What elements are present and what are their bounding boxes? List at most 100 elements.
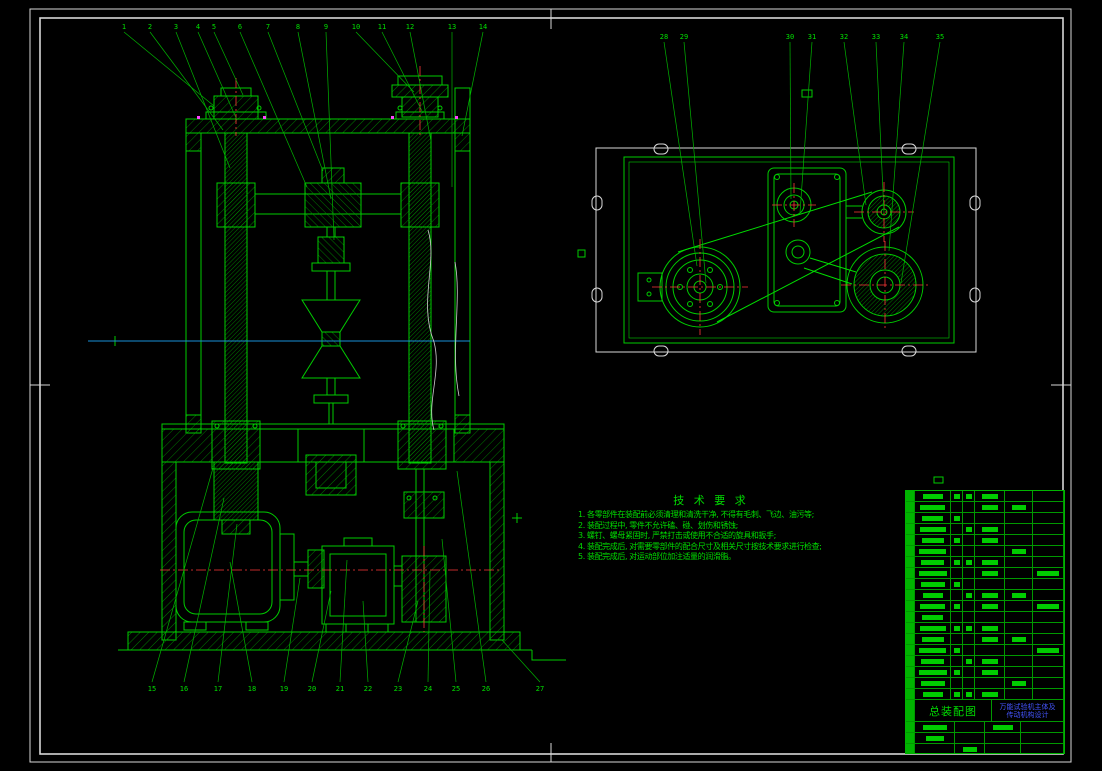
title-block-row: 总装配图万能试验机主体及传动机构设计 [906, 700, 1064, 722]
tech-req-item: 5. 装配完成后, 对运动部位加注适量的润滑脂。 [578, 552, 736, 561]
bom-cell [906, 700, 915, 722]
bom-cell [975, 557, 1005, 568]
bom-cell [1033, 557, 1064, 568]
bom-cell [1021, 733, 1064, 744]
bom-cell [1033, 568, 1064, 579]
leader-line [381, 31, 424, 114]
bom-cell [1005, 590, 1033, 601]
base-plate [118, 631, 566, 661]
bom-row [906, 557, 1064, 568]
item-balloon-number: 3 [174, 23, 178, 31]
bom-row [906, 744, 1064, 753]
bom-cell [906, 634, 915, 645]
bom-cell [963, 601, 975, 612]
item-balloon-number: 19 [280, 685, 288, 693]
bom-cell [1033, 601, 1064, 612]
plan-view-centerlines [652, 182, 929, 335]
item-balloon-number: 6 [238, 23, 242, 31]
bom-cell [1005, 557, 1033, 568]
bom-cell [915, 612, 951, 623]
bom-row [906, 535, 1064, 546]
leader-line [663, 41, 698, 267]
bom-cell [915, 689, 951, 700]
bom-cell [985, 722, 1021, 733]
item-balloon-number: 29 [680, 33, 688, 41]
bom-cell [975, 513, 1005, 524]
bom-cell [975, 601, 1005, 612]
bom-cell [1005, 502, 1033, 513]
bom-cell [1005, 667, 1033, 678]
leader-line [409, 31, 432, 142]
item-balloon-number: 9 [324, 23, 328, 31]
bom-cell [951, 590, 963, 601]
bom-cell [975, 535, 1005, 546]
bom-row [906, 689, 1064, 700]
item-balloon-number: 26 [482, 685, 490, 693]
leader-line [325, 31, 335, 241]
bom-cell [906, 524, 915, 535]
item-balloon-number: 1 [122, 23, 126, 31]
item-balloon-number: 13 [448, 23, 456, 31]
bom-cell [963, 568, 975, 579]
leader-line [283, 577, 301, 683]
bom-cell [951, 568, 963, 579]
bom-cell: 万能试验机主体及传动机构设计 [992, 700, 1064, 722]
tech-req-item: 4. 装配完成后, 对需要零部件的配合尺寸及相关尺寸按技术要求进行检查; [578, 541, 822, 551]
item-balloon-number: 5 [212, 23, 216, 31]
project-title-line1: 万能试验机主体及 [999, 702, 1056, 711]
gearbox-plan [767, 167, 862, 313]
bom-cell [915, 645, 951, 656]
bom-row [906, 634, 1064, 645]
bom-cell [906, 502, 915, 513]
bom-cell [906, 535, 915, 546]
bom-cell [963, 623, 975, 634]
bom-cell [951, 656, 963, 667]
bom-cell [1021, 722, 1064, 733]
leader-line [149, 31, 224, 131]
bom-row [906, 612, 1064, 623]
bom-row [906, 656, 1064, 667]
item-balloon-number: 34 [900, 33, 908, 41]
bom-cell [951, 524, 963, 535]
drive-belt [677, 191, 900, 323]
bom-cell [1005, 579, 1033, 590]
item-balloon-number: 17 [214, 685, 222, 693]
bom-cell [951, 678, 963, 689]
leader-line [311, 590, 332, 683]
bom-row [906, 546, 1064, 557]
bom-cell [963, 557, 975, 568]
bom-cell [955, 722, 985, 733]
sheet-frame [29, 8, 1072, 763]
bom-cell [1033, 590, 1064, 601]
bom-cell [975, 524, 1005, 535]
bom-row [906, 502, 1064, 513]
bom-cell [1033, 546, 1064, 557]
bom-cell [951, 645, 963, 656]
bom-cell [975, 645, 1005, 656]
bom-cell [951, 513, 963, 524]
bom-row [906, 568, 1064, 579]
fixed-table [161, 420, 505, 496]
item-balloon-number: 12 [406, 23, 414, 31]
leader-line [461, 31, 484, 137]
bom-cell [915, 623, 951, 634]
bom-row [906, 733, 1064, 744]
bom-cell [975, 546, 1005, 557]
lower-grip [301, 345, 361, 379]
bom-cell [906, 612, 915, 623]
item-balloon-number: 25 [452, 685, 460, 693]
break-line [454, 261, 460, 397]
front-view-aux [88, 66, 500, 632]
bom-row [906, 513, 1064, 524]
item-balloon-number: 11 [378, 23, 386, 31]
bom-cell [1005, 678, 1033, 689]
bom-cell [906, 568, 915, 579]
leader-line [427, 570, 431, 683]
bom-row [906, 667, 1064, 678]
bom-cell [1005, 656, 1033, 667]
bom-row [906, 579, 1064, 590]
leader-line [441, 538, 457, 683]
front-view [110, 75, 566, 661]
